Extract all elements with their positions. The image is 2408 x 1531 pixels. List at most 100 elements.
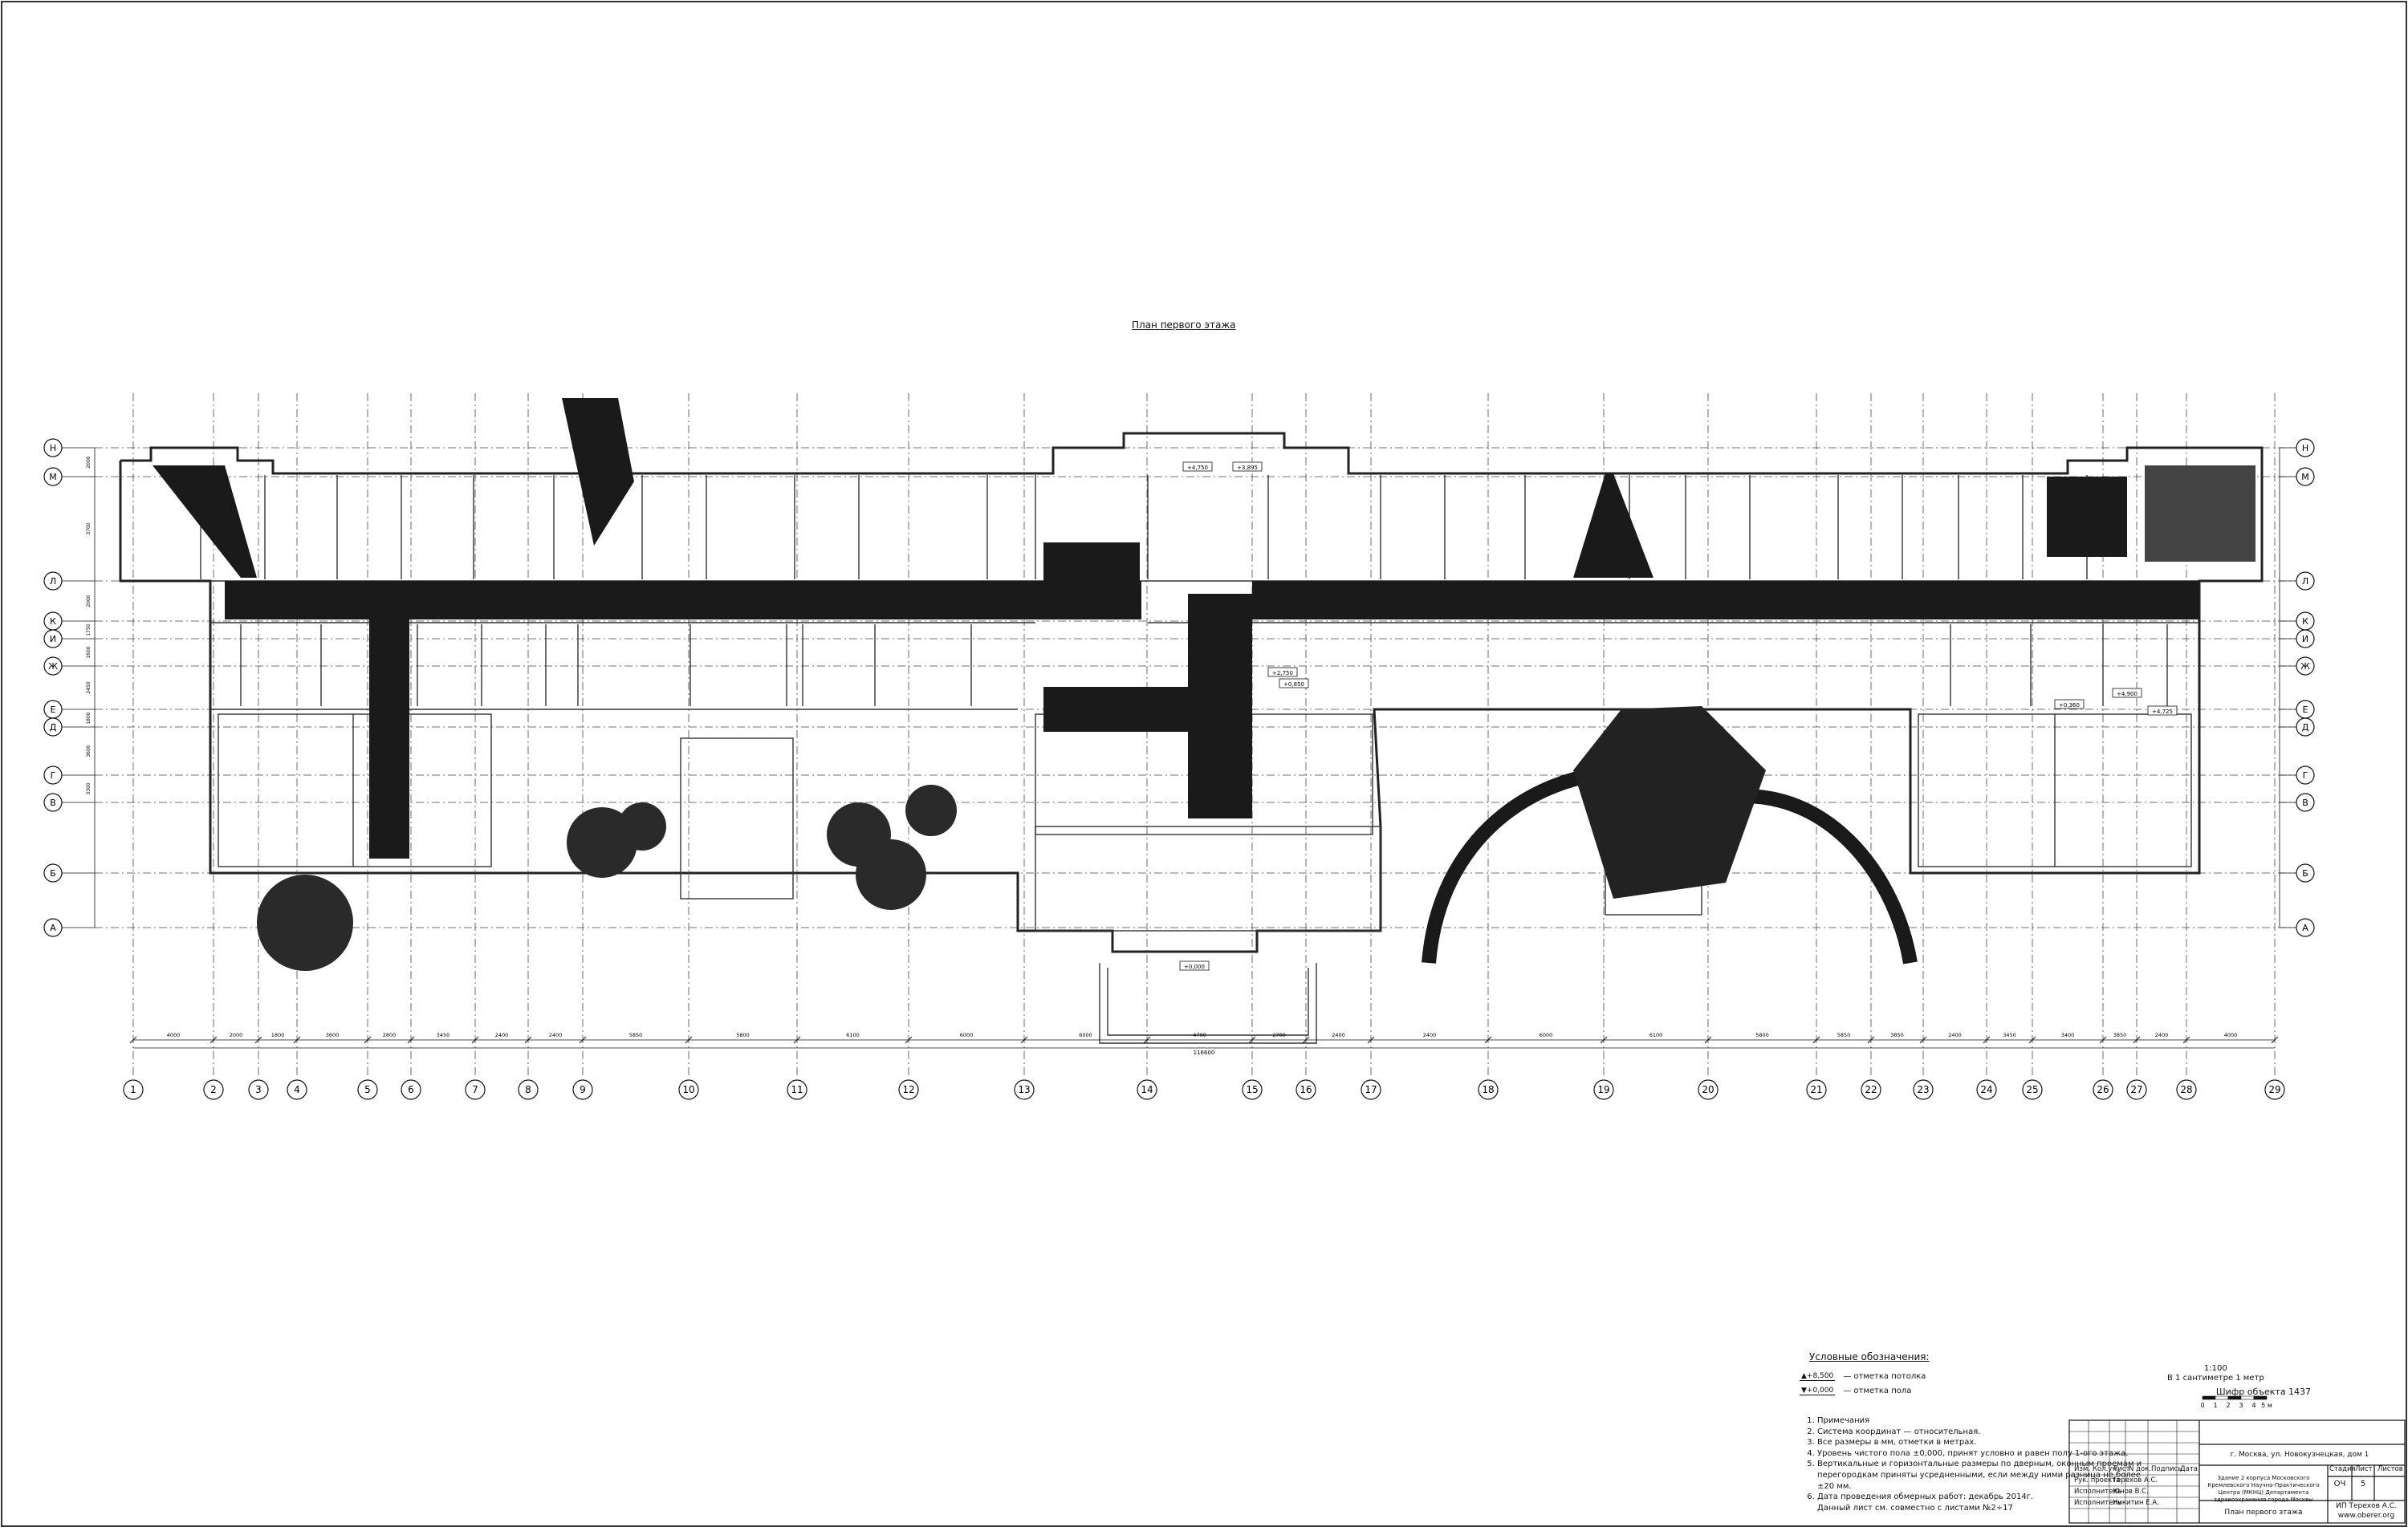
plan-title: План первого этажа [1132,319,1236,331]
grid-letter-label: И [2302,634,2308,644]
scale-tick-label: 0 [2200,1402,2204,1409]
grid-bubble-circle [123,1079,144,1100]
object-code: Шифр объекта 1437 [2215,1387,2312,1397]
dim-tick [254,1036,262,1044]
level-mark: +0,360 [2054,699,2085,709]
grid-bubble-letter-left: Ж [43,656,63,676]
level-mark-value: +0,850 [1283,681,1304,688]
grid-number-label: 5 [364,1084,371,1095]
dim-tick [685,1036,693,1044]
grid-bubble-circle [43,656,63,676]
level-mark-box [1279,678,1309,688]
dim-value-vertical: 1800 [86,712,92,724]
level-mark: +0,000 [1179,960,1210,971]
note-item: Дата проведения обмерных работ: декабрь … [1817,1492,2153,1503]
dim-tick [1983,1036,1991,1044]
grid-bubble-letter-right: Д [2296,717,2315,737]
grid-bubble-circle [2296,863,2315,883]
grid-number-label: 9 [580,1084,586,1095]
grid-bubble-circle [1913,1079,1934,1100]
tb-role: Рук. проекта [2074,1476,2121,1484]
grid-letter-label: Г [2303,770,2308,781]
level-mark-box [2147,705,2178,716]
corridor-scan [225,581,1108,619]
grid-bubble-circle [43,571,63,591]
dim-value: 5850 [1837,1032,1851,1038]
grid-bubble-circle [2126,1079,2147,1100]
dim-total-value: 116600 [1194,1050,1215,1056]
grid-bubble-circle [2296,438,2315,457]
grid-letter-label: М [2301,472,2309,482]
grid-bubble-circle [2296,571,2315,591]
central-entrance [1035,826,1381,932]
building-name: Здание 2 корпуса Московского Кремлевског… [2207,1475,2320,1503]
grid-letter-label: Б [50,868,56,879]
dim-tick [1704,1036,1712,1044]
grid-number-label: 26 [2097,1084,2109,1095]
corridor-scan [1035,581,1141,619]
grid-letter-label: А [2302,923,2308,933]
dim-tick [1867,1036,1875,1044]
grid-bubble-circle [572,1079,593,1100]
tree-scan [618,802,666,851]
tb-hdr: Подпись [2151,1465,2182,1473]
dim-tick [293,1036,301,1044]
notes-heading: Примечания [1817,1415,2153,1427]
grid-bubble-circle [2022,1079,2043,1100]
dim-value: 5800 [736,1032,750,1038]
grid-bubble-circle [43,467,63,486]
legend-item: ▲+8,500 — отметка потолка [1800,1372,1926,1381]
grid-bubble-circle [898,1079,919,1100]
dim-value: 6100 [846,1032,860,1038]
porch [680,737,794,900]
level-mark: +4,725 [2147,705,2178,716]
scale-bar-segment [2253,1395,2268,1400]
grid-number-label: 10 [682,1084,694,1095]
level-mark-box [1182,461,1213,472]
dim-tick [1919,1036,1927,1044]
tb-role: Исполнитель [2074,1488,2121,1496]
note-item: Данный лист см. совместно с листами №2÷1… [1817,1503,2013,1513]
grid-bubble-letter-left: Н [43,438,63,457]
dim-tick [1248,1036,1256,1044]
grid-bubble-letter-left: А [43,918,63,937]
level-mark: +4,750 [1182,461,1213,472]
grid-bubble-number: 11 [787,1079,807,1100]
tb-hdr: Дата [2180,1465,2199,1473]
note-item: Система координат — относительная. [1817,1427,2153,1438]
grid-bubble-letter-right: Е [2296,700,2315,719]
grid-letter-label: Ж [2300,661,2310,672]
dim-value: 4700 [1193,1032,1206,1038]
grid-bubble-number: 2 [203,1079,224,1100]
grid-number-label: 25 [2026,1084,2038,1095]
dim-tick [209,1036,218,1044]
grid-number-label: 19 [1597,1084,1609,1095]
grid-bubble-letter-right: К [2296,611,2315,631]
note-item: Вертикальные и горизонтальные размеры по… [1817,1459,2153,1492]
tree-scan [905,785,957,836]
grid-letter-label: Е [51,705,56,715]
grid-bubble-number: 16 [1296,1079,1316,1100]
scale-caption-text: В 1 сантиметре 1 метр [2167,1374,2264,1383]
dim-tick [364,1036,372,1044]
dim-value-vertical: 2000 [86,595,92,607]
dim-value-vertical: 1600 [86,646,92,658]
stage-value: ОЧ [2333,1480,2346,1488]
dim-value: 2400 [549,1032,563,1038]
dim-tick [2028,1036,2036,1044]
stair-scan [2047,477,2127,557]
floor-mark: ▼+0,000 [1800,1387,1836,1395]
dim-value: 2700 [1272,1032,1286,1038]
grid-bubble-number: 28 [2176,1079,2197,1100]
address: г. Москва, ул. Новокузнецкая, дом 1 [2230,1451,2369,1459]
grid-bubble-number: 7 [465,1079,486,1100]
scale-tick-label: 3 [2239,1402,2243,1409]
grid-bubble-letter-right: И [2296,629,2315,648]
scale-tick-label: 5 м [2261,1402,2272,1409]
grid-number-label: 17 [1365,1084,1377,1095]
grid-bubble-circle [2296,629,2315,648]
tb-hdr: N док. [2129,1465,2151,1473]
dim-value: 1800 [271,1032,285,1038]
